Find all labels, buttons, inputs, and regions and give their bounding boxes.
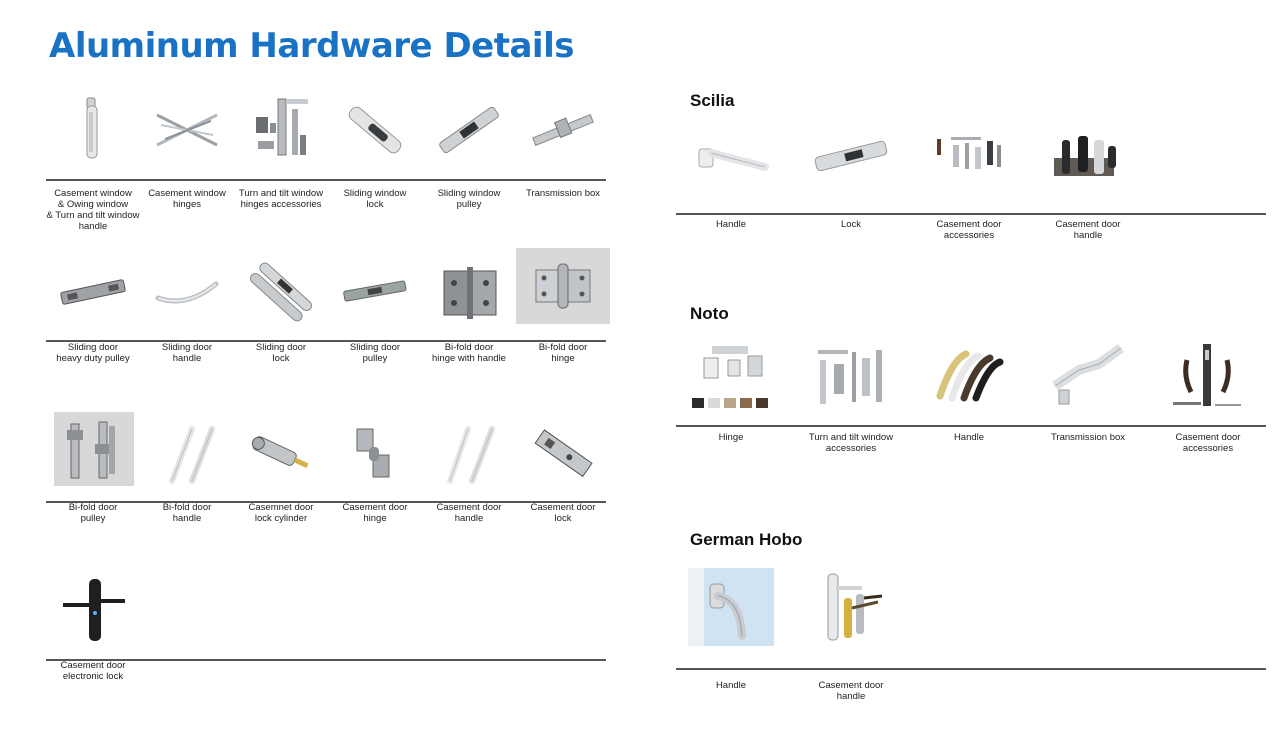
product-caption: Lock xyxy=(840,219,862,230)
door-handle-icon xyxy=(148,252,226,332)
brand-title: German Hobo xyxy=(690,530,803,549)
sliding-lock-icon xyxy=(336,90,414,170)
section-divider xyxy=(676,425,1266,427)
hinge-icon xyxy=(688,340,774,410)
transmission-box-icon xyxy=(1045,340,1131,410)
product-caption: Transmission box xyxy=(525,188,601,199)
bifold-hinge-icon xyxy=(516,248,610,324)
window-hinges-icon xyxy=(148,90,226,170)
hinge-accessories-icon xyxy=(242,90,320,170)
casement-handle-icon xyxy=(430,414,508,494)
product-caption: Hinge xyxy=(718,432,744,443)
electronic-lock-icon xyxy=(54,570,132,650)
accessories-icon xyxy=(808,340,894,410)
handle-icon xyxy=(926,340,1012,410)
bifold-pulley-icon xyxy=(54,412,134,486)
heavy-pulley-icon xyxy=(54,252,132,332)
transmission-box-icon xyxy=(524,90,602,170)
row-divider xyxy=(46,179,606,181)
product-item[interactable]: Transmission box xyxy=(516,88,610,248)
section-divider xyxy=(676,213,1266,215)
door-pulley-icon xyxy=(336,252,414,332)
handle-icon xyxy=(688,568,774,646)
section-divider xyxy=(676,668,1266,670)
row-divider xyxy=(46,659,606,661)
door-handle-icon xyxy=(1045,121,1131,191)
brand-title: Scilia xyxy=(690,91,735,110)
lock-icon xyxy=(808,121,894,191)
row-divider xyxy=(46,501,606,503)
bifold-handle-icon xyxy=(148,414,226,494)
window-pulley-icon xyxy=(430,90,508,170)
page-title: Aluminum Hardware Details xyxy=(49,26,574,66)
product-caption: Handle xyxy=(715,680,747,691)
product-caption: Casement window& Owing window& Turn and … xyxy=(46,188,140,232)
hinge-handle-icon xyxy=(430,252,508,332)
brand-title: Noto xyxy=(690,304,729,323)
product-caption: Handle xyxy=(953,432,985,443)
product-caption: Handle xyxy=(715,219,747,230)
door-hinge-icon xyxy=(336,414,414,494)
lock-cylinder-icon xyxy=(242,414,320,494)
accessories-icon xyxy=(926,121,1012,191)
catalog-row: Casement window& Owing window& Turn and … xyxy=(46,88,606,250)
casement-lock-icon xyxy=(524,414,602,494)
window-handle-icon xyxy=(54,90,132,170)
handle-icon xyxy=(688,121,774,191)
product-caption: Transmission box xyxy=(1050,432,1126,443)
row-divider xyxy=(46,340,606,342)
product-item[interactable]: Casement window& Owing window& Turn and … xyxy=(46,88,140,248)
door-lock-icon xyxy=(242,252,320,332)
door-handle-icon xyxy=(808,568,894,646)
main-catalog: Casement window& Owing window& Turn and … xyxy=(46,88,610,714)
door-accessories-icon xyxy=(1165,340,1251,410)
